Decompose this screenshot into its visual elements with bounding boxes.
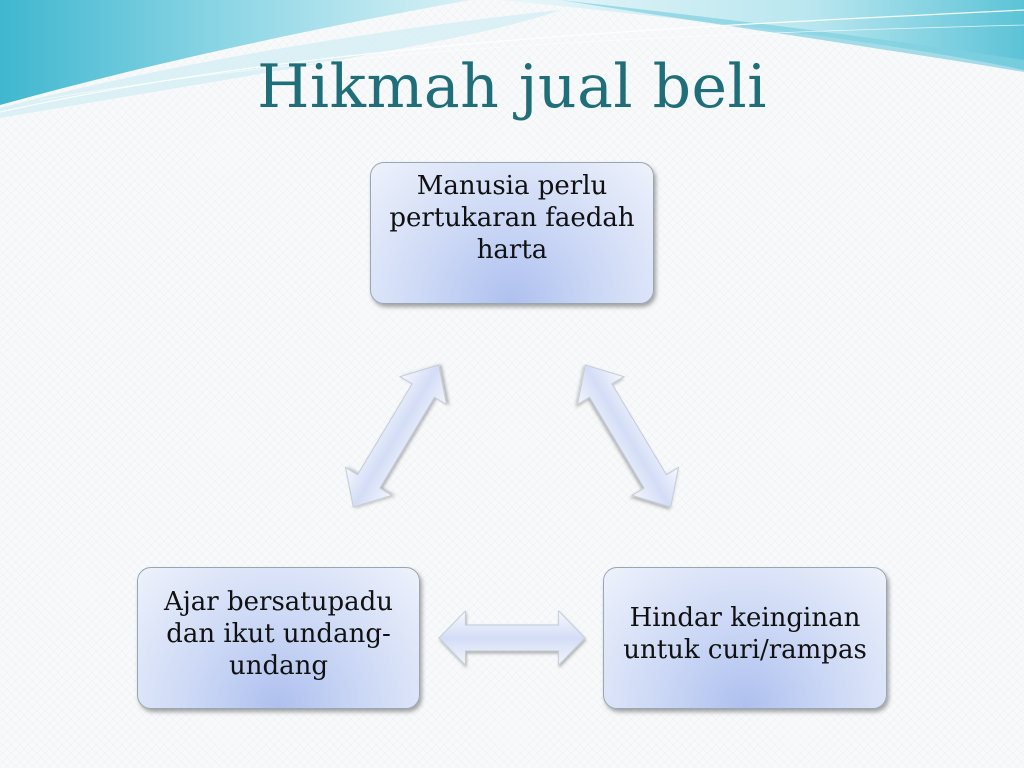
node-top-box: Manusia perlu pertukaran faedah harta (370, 162, 654, 304)
double-arrow-bottom (438, 610, 586, 666)
double-arrow-top-right (561, 350, 695, 522)
node-right-text: Hindar keinginan untuk curi/rampas (623, 603, 867, 665)
header-swoosh-decoration (0, 0, 1024, 118)
node-right-box: Hindar keinginan untuk curi/rampas (603, 567, 887, 709)
node-left-text: Ajar bersatupadu dan ikut undang-undang (163, 587, 394, 681)
double-arrow-top-left (329, 350, 463, 522)
node-left-box: Ajar bersatupadu dan ikut undang-undang (137, 567, 420, 709)
node-top-text: Manusia perlu pertukaran faedah harta (389, 171, 635, 265)
slide-title: Hikmah jual beli (257, 52, 767, 122)
